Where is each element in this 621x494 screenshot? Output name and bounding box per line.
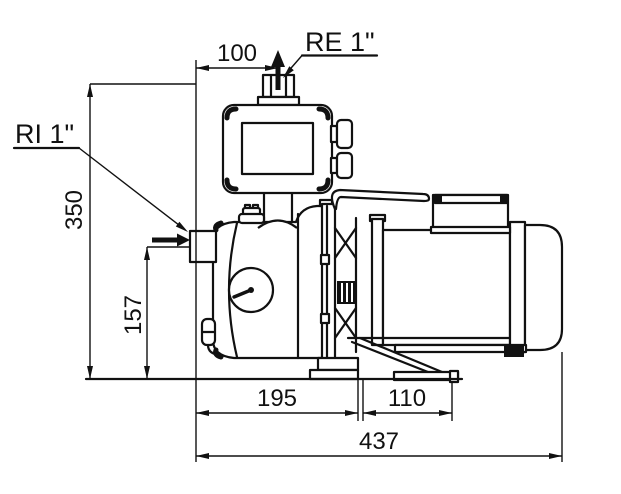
outlet-flow-arrow: [271, 50, 285, 90]
motor-foot: [504, 345, 524, 357]
front-foot: [308, 368, 360, 381]
coupling-lantern: [316, 216, 360, 372]
inlet-port: [188, 229, 218, 264]
motor-body: [368, 213, 564, 357]
fill-plug: [237, 203, 266, 225]
carry-handle: [330, 188, 431, 211]
dimension-195: 195: [196, 385, 358, 416]
gauge-needle: [232, 288, 253, 299]
motor-band: [508, 220, 527, 354]
dimension-100: 100: [196, 40, 278, 71]
dimension-110: 110: [363, 385, 452, 416]
dimension-437: 437: [196, 428, 562, 459]
drain-plug: [200, 317, 222, 357]
dim-label-100: 100: [217, 40, 257, 67]
dimension-157: 157: [120, 247, 150, 379]
dim-label-437: 437: [359, 428, 399, 455]
riser-pipe: [262, 191, 294, 226]
cable-gland-top: [329, 118, 354, 150]
dim-label-157: 157: [120, 295, 147, 335]
mounting-flange: [318, 198, 337, 372]
outlet-label-text: RE 1": [305, 27, 375, 57]
outlet-label: RE 1": [283, 27, 379, 78]
cable-gland-bottom: [329, 151, 354, 180]
inlet-flow-arrow: [152, 233, 190, 247]
inlet-label-text: RI 1": [15, 119, 74, 149]
dim-label-195: 195: [257, 385, 297, 412]
controller-display: [240, 121, 315, 176]
dim-label-110: 110: [388, 385, 426, 412]
dimension-350: 350: [61, 84, 93, 379]
dim-label-350: 350: [61, 190, 88, 230]
controller-box: [221, 103, 354, 195]
motor-end-cap: [523, 223, 564, 352]
terminal-box: [429, 193, 512, 235]
inlet-label: RI 1": [12, 119, 188, 232]
pressure-gauge: [227, 266, 275, 314]
